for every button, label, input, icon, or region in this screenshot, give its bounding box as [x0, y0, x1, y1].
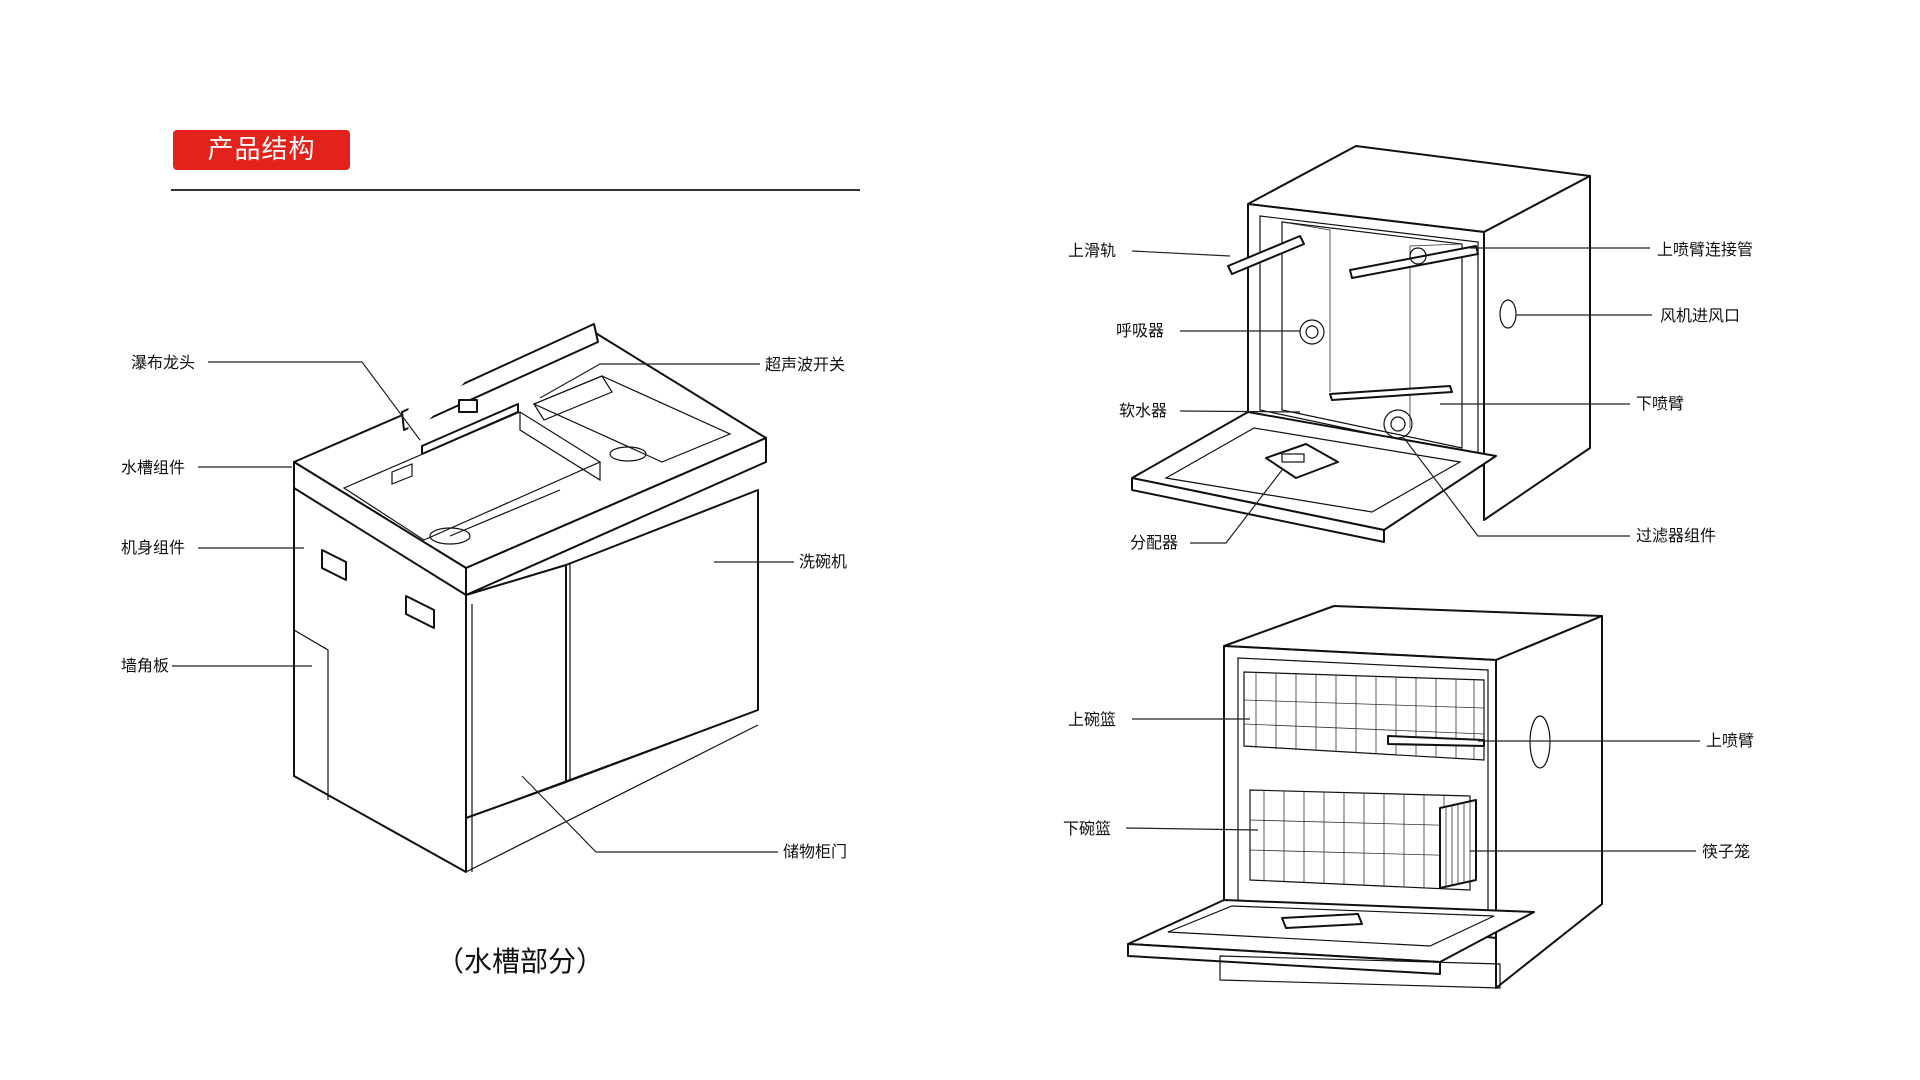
label-dispenser: 分配器 [1130, 533, 1178, 552]
label-sink-assembly: 水槽组件 [121, 458, 185, 477]
label-softener: 软水器 [1119, 401, 1167, 420]
dishwasher-open-loaded-illustration [1127, 605, 1603, 989]
leader-upper-rail [1131, 250, 1231, 257]
leader-ultrasonic-switch [539, 363, 760, 399]
label-lower-basket: 下碗篮 [1063, 819, 1111, 838]
leader-softener [1179, 410, 1301, 413]
label-breather: 呼吸器 [1116, 321, 1164, 340]
sink-cabinet-illustration [293, 303, 767, 873]
label-filter-assembly: 过滤器组件 [1636, 526, 1716, 545]
label-corner-board: 墙角板 [121, 656, 169, 675]
label-upper-arm: 上喷臂 [1706, 731, 1754, 750]
label-body-assembly: 机身组件 [121, 538, 185, 557]
label-upper-rail: 上滑轨 [1068, 241, 1116, 260]
label-upper-arm-pipe: 上喷臂连接管 [1657, 240, 1753, 259]
leader-filter-assembly [1403, 437, 1630, 537]
label-storage-door: 储物柜门 [783, 842, 847, 861]
leader-lower-basket [1125, 827, 1259, 831]
leader-faucet [208, 361, 421, 441]
label-fan-inlet: 风机进风口 [1660, 306, 1740, 325]
label-cutlery-basket: 筷子笼 [1702, 842, 1750, 861]
section-divider [171, 189, 860, 191]
section-title-badge: 产品结构 [173, 130, 350, 170]
leader-storage-door [521, 775, 778, 853]
label-dishwasher: 洗碗机 [799, 552, 847, 571]
label-ultrasonic-switch: 超声波开关 [765, 355, 845, 374]
sink-section-caption: （水槽部分） [436, 945, 605, 978]
leader-dispenser [1190, 469, 1283, 544]
label-faucet: 瀑布龙头 [131, 353, 195, 372]
label-lower-arm: 下喷臂 [1636, 394, 1684, 413]
label-upper-basket: 上碗篮 [1068, 710, 1116, 729]
dishwasher-open-empty-illustration [1131, 145, 1591, 543]
